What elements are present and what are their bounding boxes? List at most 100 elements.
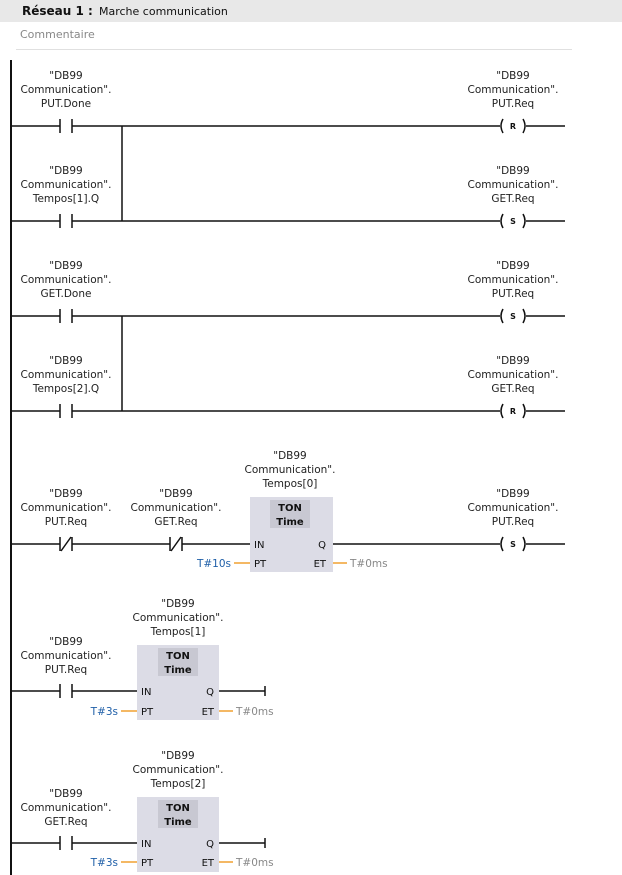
timer-pin-q: Q [206,687,214,698]
coil-put-req-set[interactable]: S "DB99 Communication". PUT.Req [468,260,559,324]
timer-instance-line: Communication". [245,464,336,476]
contact-tag-line: Communication". [21,84,112,96]
timer-type: TON [166,651,190,662]
timer-subtype: Time [164,817,192,828]
timer-instance-line: Tempos[0] [262,478,318,490]
contact-tag-line: Communication". [21,502,112,514]
contact-tag-line: Communication". [21,274,112,286]
contact-tag-line: PUT.Req [45,516,87,528]
timer-pin-et: ET [314,559,327,570]
timer-instance-line: Tempos[1] [150,626,206,638]
contact-tag-line: Communication". [21,369,112,381]
coil-tag-line: Communication". [468,179,559,191]
coil-type: R [510,122,516,131]
contact-tempos2-q[interactable]: "DB99 Communication". Tempos[2].Q [21,355,112,418]
et-value: T#0ms [235,857,274,869]
timer-pin-et: ET [202,858,215,869]
et-value: T#0ms [235,706,274,718]
contact-tag-line: "DB99 [49,788,82,800]
timer-pin-in: IN [141,687,151,698]
timer-pin-q: Q [206,839,214,850]
coil-get-req-set[interactable]: S "DB99 Communication". GET.Req [468,165,559,229]
contact-tag-line: Communication". [21,650,112,662]
timer-pin-et: ET [202,707,215,718]
contact-tempos1-q[interactable]: "DB99 Communication". Tempos[1].Q [21,165,112,228]
coil-tag-line: "DB99 [496,70,529,82]
timer-ton-tempos1[interactable]: "DB99 Communication". Tempos[1] TON Time… [133,598,224,720]
coil-tag-line: Communication". [468,369,559,381]
coil-type: S [510,312,516,321]
coil-put-req-set-2[interactable]: S "DB99 Communication". PUT.Req [468,488,559,552]
rung-1: "DB99 Communication". PUT.Done R "DB99 C… [11,70,565,134]
timer-ton-tempos0[interactable]: "DB99 Communication". Tempos[0] TON Time… [245,450,336,572]
network-title: Réseau 1 : [22,4,93,18]
contact-get-req[interactable]: "DB99 Communication". GET.Req [21,788,112,850]
contact-tag-line: GET.Req [154,516,197,528]
contact-tag-line: Communication". [21,802,112,814]
coil-type: S [510,217,516,226]
timer-instance-line: Tempos[2] [150,778,206,790]
contact-tag-line: Communication". [21,179,112,191]
coil-type: R [510,407,516,416]
rung-2: "DB99 Communication". Tempos[1].Q S "DB9… [11,126,565,229]
coil-tag-line: "DB99 [496,488,529,500]
contact-get-done[interactable]: "DB99 Communication". GET.Done [21,260,112,323]
coil-tag-line: "DB99 [496,260,529,272]
coil-tag-line: PUT.Req [492,98,534,110]
network-comment-field[interactable]: Commentaire [16,25,572,50]
timer-instance-line: "DB99 [273,450,306,462]
timer-subtype: Time [164,665,192,676]
timer-instance-line: Communication". [133,764,224,776]
timer-pin-in: IN [254,540,264,551]
coil-tag-line: PUT.Req [492,516,534,528]
contact-tag-line: "DB99 [49,488,82,500]
et-value: T#0ms [349,558,388,570]
coil-tag-line: "DB99 [496,165,529,177]
timer-instance-line: "DB99 [161,750,194,762]
timer-instance-line: Communication". [133,612,224,624]
coil-get-req-reset[interactable]: R "DB99 Communication". GET.Req [468,355,559,419]
coil-tag-line: Communication". [468,274,559,286]
network-header[interactable]: Réseau 1 : Marche communication [0,0,622,22]
contact-tag-line: Tempos[2].Q [32,383,99,395]
coil-tag-line: GET.Req [491,193,534,205]
contact-tag-line: "DB99 [159,488,192,500]
coil-tag-line: "DB99 [496,355,529,367]
contact-tag-line: GET.Req [44,816,87,828]
coil-put-req-reset[interactable]: R "DB99 Communication". PUT.Req [468,70,559,134]
coil-type: S [510,540,516,549]
timer-instance-line: "DB99 [161,598,194,610]
coil-tag-line: PUT.Req [492,288,534,300]
timer-pin-pt: PT [254,559,267,570]
contact-put-req[interactable]: "DB99 Communication". PUT.Req [21,636,112,698]
contact-tag-line: PUT.Done [41,98,91,110]
pt-constant[interactable]: T#10s [196,558,231,570]
contact-tag-line: PUT.Req [45,664,87,676]
coil-tag-line: GET.Req [491,383,534,395]
pt-constant[interactable]: T#3s [90,706,118,718]
contact-put-done[interactable]: "DB99 Communication". PUT.Done [21,70,112,133]
timer-type: TON [166,803,190,814]
timer-ton-tempos2[interactable]: "DB99 Communication". Tempos[2] TON Time… [133,750,224,872]
rung-6: "DB99 Communication". PUT.Req "DB99 Comm… [11,598,274,720]
contact-put-req-negated[interactable]: "DB99 Communication". PUT.Req [21,488,112,552]
contact-tag-line: "DB99 [49,165,82,177]
contact-tag-line: Tempos[1].Q [32,193,99,205]
network-name[interactable]: Marche communication [99,5,228,18]
comment-placeholder: Commentaire [20,28,95,41]
timer-pin-in: IN [141,839,151,850]
pt-constant[interactable]: T#3s [90,857,118,869]
coil-tag-line: Communication". [468,502,559,514]
contact-tag-line: "DB99 [49,260,82,272]
timer-subtype: Time [276,517,304,528]
timer-type: TON [278,503,302,514]
rung-7: "DB99 Communication". GET.Req "DB99 Comm… [11,750,274,872]
coil-tag-line: Communication". [468,84,559,96]
timer-pin-q: Q [318,540,326,551]
contact-tag-line: "DB99 [49,355,82,367]
rung-4: "DB99 Communication". Tempos[2].Q R "DB9… [11,316,565,419]
contact-get-req-negated[interactable]: "DB99 Communication". GET.Req [131,488,222,552]
contact-tag-line: GET.Done [41,288,92,300]
rung-3: "DB99 Communication". GET.Done S "DB99 C… [11,260,565,324]
